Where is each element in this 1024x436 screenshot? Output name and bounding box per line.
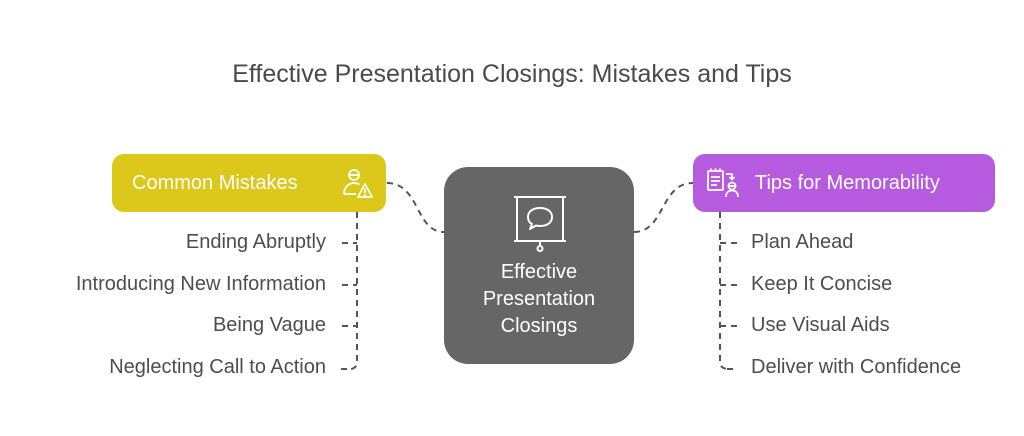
connector-left-trunk xyxy=(350,212,358,370)
connector-right-trunk xyxy=(719,212,728,370)
tip-item: Use Visual Aids xyxy=(751,314,890,336)
central-topic-node: Effective Presentation Closings xyxy=(444,167,634,364)
tip-item: Keep It Concise xyxy=(751,273,893,295)
tips-memorability-node: Tips for Memorability xyxy=(693,154,995,212)
diagram-title: Effective Presentation Closings: Mistake… xyxy=(232,60,792,88)
mistake-item: Introducing New Information xyxy=(75,273,326,295)
central-topic-label: Effective Presentation Closings xyxy=(444,259,634,340)
connector-left-main xyxy=(386,182,445,233)
common-mistakes-node: Common Mistakes xyxy=(112,154,386,212)
notepad-person-icon xyxy=(707,168,739,198)
person-warning-icon xyxy=(343,169,373,198)
central-topic-line-3: Closings xyxy=(500,315,578,337)
tip-item: Plan Ahead xyxy=(751,231,854,253)
tip-item: Deliver with Confidence xyxy=(751,356,962,378)
central-topic-line-2: Presentation xyxy=(482,288,596,310)
connector-right-main xyxy=(633,182,694,233)
presentation-screen-speech-icon xyxy=(514,196,566,252)
common-mistakes-label: Common Mistakes xyxy=(132,172,298,194)
tips-memorability-label: Tips for Memorability xyxy=(755,172,940,194)
mistake-item: Neglecting Call to Action xyxy=(109,356,326,378)
mistake-item: Being Vague xyxy=(212,314,326,336)
mistake-item: Ending Abruptly xyxy=(185,231,326,253)
central-topic-line-1: Effective xyxy=(500,261,578,283)
